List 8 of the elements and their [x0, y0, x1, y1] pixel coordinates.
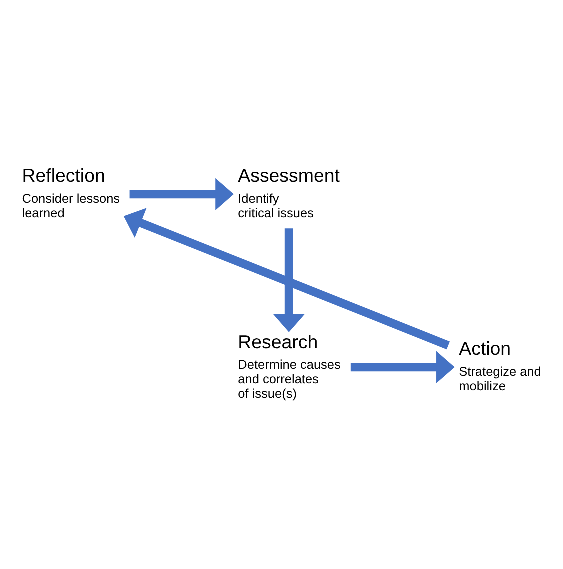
- arrow: [350, 351, 455, 384]
- arrow: [124, 208, 450, 350]
- node-text: Action Strategize and mobilize: [459, 338, 542, 394]
- arrow: [130, 178, 234, 210]
- node-text: Reflection Consider lessons learned: [22, 165, 120, 220]
- node-text: Assessment Identify critical issues: [238, 165, 340, 220]
- node-text: Research Determine causes and correlates of issue(s): [238, 331, 341, 401]
- arrow: [273, 228, 306, 332]
